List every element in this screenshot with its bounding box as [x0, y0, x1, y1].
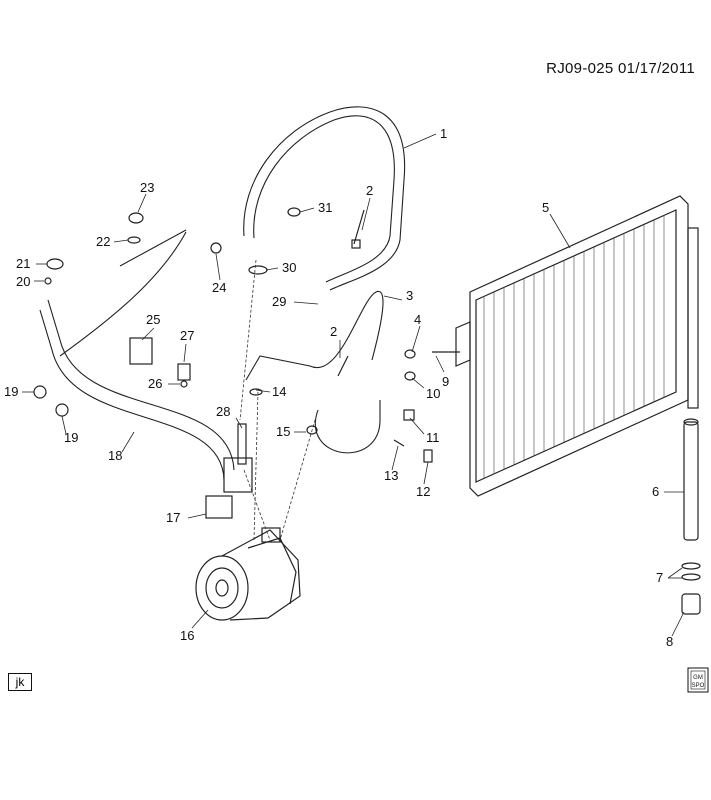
callout-29: 29	[272, 294, 286, 309]
receiver-dryer	[681, 418, 701, 615]
callout-24: 24	[212, 280, 226, 295]
svg-text:GM: GM	[693, 675, 703, 681]
callout-27: 27	[180, 328, 194, 343]
refrigerant-lines	[39, 106, 406, 519]
callout-4: 4	[414, 312, 421, 327]
ac-compressor	[195, 527, 301, 621]
callout-31: 31	[318, 200, 332, 215]
callout-13: 13	[384, 468, 398, 483]
callout-28: 28	[216, 404, 230, 419]
callout-20: 20	[16, 274, 30, 289]
callout-14: 14	[272, 384, 286, 399]
callout-leaders	[22, 133, 685, 637]
callout-21: 21	[16, 256, 30, 271]
callout-18: 18	[108, 448, 122, 463]
callout-2: 2	[366, 183, 373, 198]
callout-3: 3	[406, 288, 413, 303]
callout-10: 10	[426, 386, 440, 401]
callout-6: 6	[652, 484, 659, 499]
callout-12: 12	[416, 484, 430, 499]
callout-7: 7	[656, 570, 663, 585]
callout-5: 5	[542, 200, 549, 215]
gm-spo-logo: GM SPO	[687, 667, 709, 693]
callout-9: 9	[442, 374, 449, 389]
callout-numbers: 1 2 3 4 5 6 7 8 9 10 11 12 13 14 15 16 1…	[4, 126, 673, 649]
diagram-code: RJ09-025	[546, 60, 614, 77]
callout-30: 30	[282, 260, 296, 275]
condenser	[455, 195, 699, 497]
callout-26: 26	[148, 376, 162, 391]
callout-16: 16	[180, 628, 194, 643]
callout-25: 25	[146, 312, 160, 327]
callout-23: 23	[140, 180, 154, 195]
callout-19-left: 19	[4, 384, 18, 399]
callout-1: 1	[440, 126, 447, 141]
callout-15: 15	[276, 424, 290, 439]
assembly-guides	[239, 259, 319, 541]
illustrator-tag: jk	[8, 673, 32, 691]
callout-2-lower: 2	[330, 324, 337, 339]
callout-19-lower: 19	[64, 430, 78, 445]
diagram-date: 01/17/2011	[618, 60, 695, 77]
diagram-reference: RJ09-025 01/17/2011	[546, 60, 695, 77]
svg-text:SPO: SPO	[692, 683, 705, 689]
callout-8: 8	[666, 634, 673, 649]
callout-11: 11	[426, 430, 440, 445]
callout-17: 17	[166, 510, 180, 525]
callout-22: 22	[96, 234, 110, 249]
